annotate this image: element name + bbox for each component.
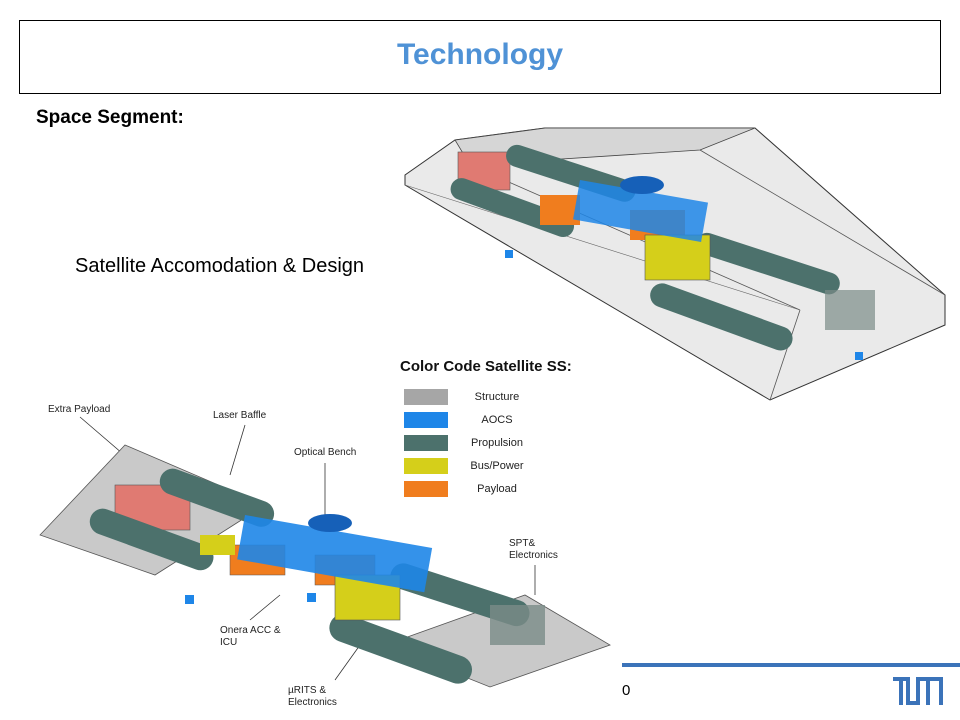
legend-swatch	[404, 411, 448, 428]
footer-divider	[622, 663, 960, 667]
legend-item-aocs: AOCS	[400, 408, 590, 431]
legend-swatch	[404, 457, 448, 474]
legend-item-payload: Payload	[400, 477, 590, 500]
callout-line: Onera ACC &	[220, 625, 281, 636]
legend-label: Propulsion	[471, 436, 523, 449]
callout-line: SPT&	[509, 538, 536, 549]
legend-item-bus-power: Bus/Power	[400, 454, 590, 477]
callout-spt-electronics: SPT& Electronics	[509, 538, 558, 561]
callout-laser-baffle: Laser Baffle	[213, 410, 267, 421]
legend-item-propulsion: Propulsion	[400, 431, 590, 454]
legend-label: Payload	[477, 482, 517, 495]
legend-label: Bus/Power	[470, 459, 524, 472]
legend-label: AOCS	[481, 413, 513, 426]
callout-line: µRITS &	[288, 685, 326, 696]
legend-swatch	[404, 434, 448, 451]
caption-text: Satellite Accomodation & Design	[75, 255, 365, 277]
section-subtitle: Space Segment:	[36, 107, 184, 128]
legend-swatch	[404, 480, 448, 497]
satellite-exploded-render	[39, 416, 611, 688]
callout-murits: µRITS & Electronics	[288, 685, 337, 708]
callout-extra-payload: Extra Payload	[48, 404, 111, 415]
slide-title: Technology	[396, 38, 564, 71]
callout-line: ICU	[220, 636, 238, 648]
callout-onera-acc: Onera ACC & ICU	[220, 625, 281, 648]
page-number: 0	[622, 682, 631, 699]
callout-optical-bench: Optical Bench	[294, 447, 357, 458]
tum-logo-icon	[893, 677, 943, 705]
satellite-enclosed-render	[404, 127, 946, 401]
legend-label: Structure	[474, 390, 520, 403]
callout-line: Electronics	[288, 696, 337, 708]
legend-title: Color Code Satellite SS:	[400, 358, 572, 375]
legend-swatch	[404, 388, 448, 405]
title-box	[19, 20, 941, 94]
callout-line: Electronics	[509, 549, 558, 561]
color-legend: Color Code Satellite SS: Structure AOCS …	[400, 358, 590, 500]
legend-item-structure: Structure	[400, 385, 590, 408]
